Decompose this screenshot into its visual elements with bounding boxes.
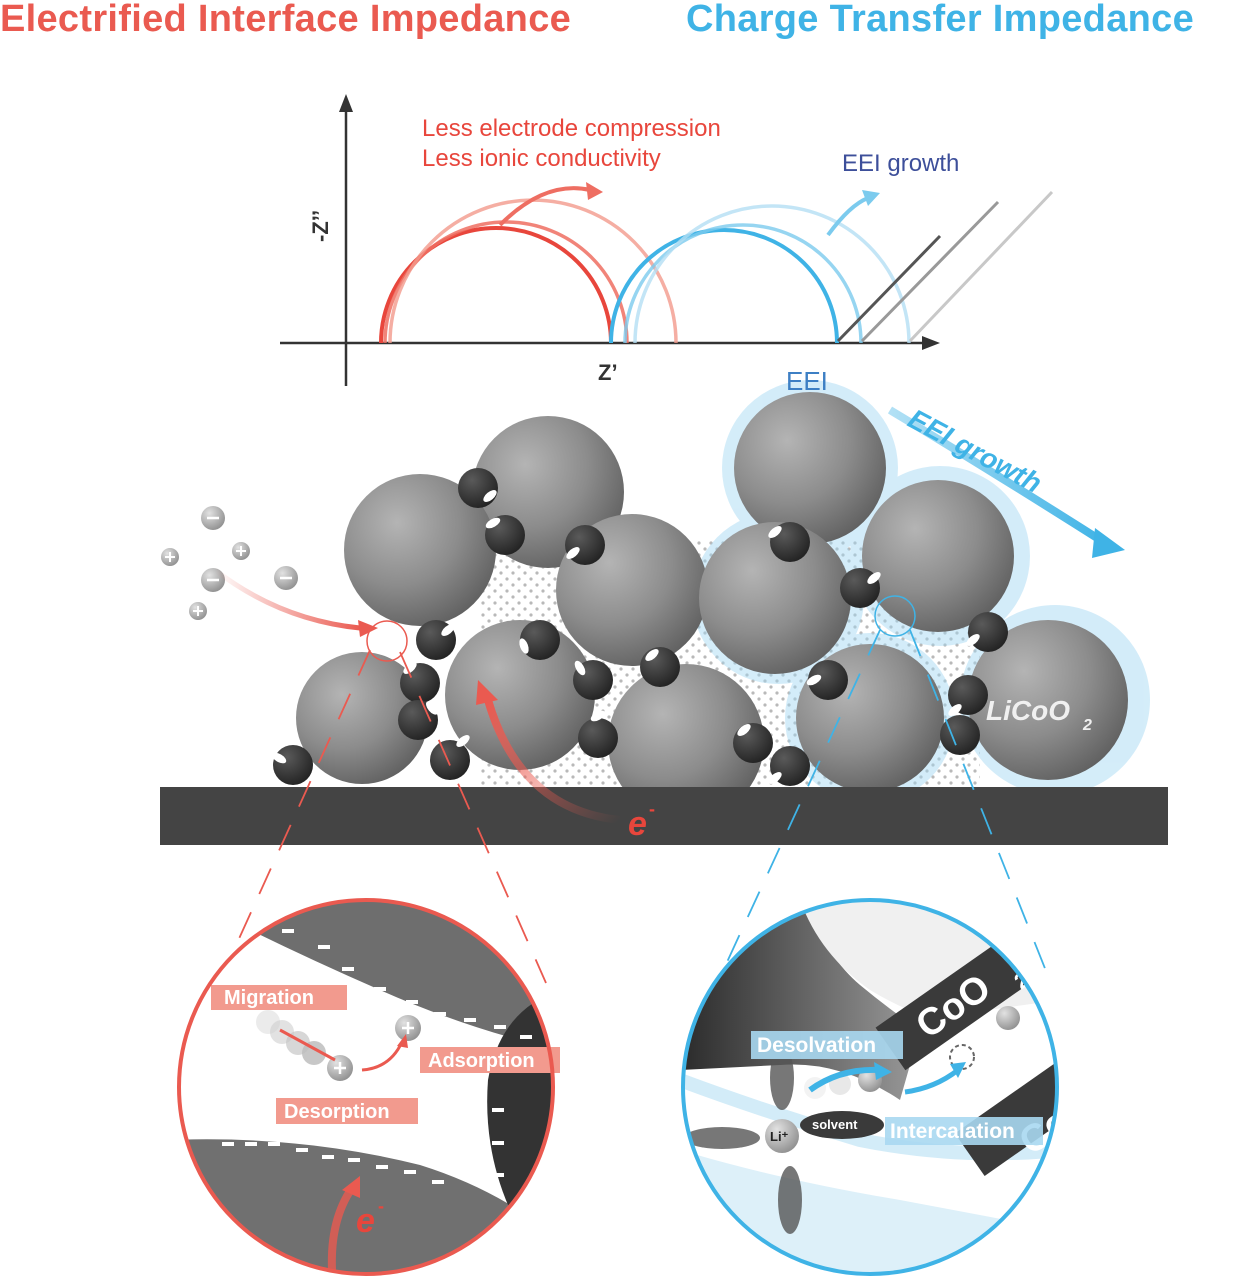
- electrode-illustration: e - EEI growth EEI LiCoO 2: [160, 366, 1168, 987]
- particle: [734, 392, 886, 544]
- zoom-circle-charge-transfer: CoO 2 CoO Li⁺: [681, 898, 1059, 1276]
- zoom-circle-electrified-interface: e - Migration Adsorption Desorption: [177, 898, 560, 1276]
- zoom-guide-right-2: [909, 629, 1053, 987]
- red-semicircle-1: [379, 226, 613, 344]
- desolvation-label: Desolvation: [757, 1034, 876, 1057]
- migrating-cations: [256, 1010, 421, 1081]
- desorption-label: Desorption: [284, 1101, 390, 1123]
- red-shift-arrow-icon: [586, 182, 603, 200]
- particle: [862, 480, 1014, 632]
- solvated-li-complex: Li⁺ solvent: [684, 1046, 884, 1234]
- eei-growth-arrow: [887, 406, 1108, 547]
- adsorption-label-bg: [420, 1047, 560, 1073]
- ion-migration-arrow-icon: [358, 620, 378, 637]
- x-axis-label: Z’: [598, 360, 618, 385]
- electron-label: e: [628, 805, 647, 843]
- ion-migration-arrow: [213, 568, 361, 631]
- surface-charges: [222, 929, 532, 1184]
- upper-particle-surface: [179, 900, 553, 1050]
- blue-semicircle-2: [623, 223, 863, 344]
- blue-shift-arrow-icon: [862, 190, 880, 206]
- solvent-label: solvent: [812, 1117, 858, 1132]
- eei-growth-arrow-icon: [1092, 528, 1125, 558]
- diffusion-tail-2: [860, 200, 1000, 343]
- intercalated-li-icon: [996, 1006, 1020, 1030]
- electron-arrow-icon: [476, 680, 498, 705]
- zoom-circle-right-border: [681, 898, 1059, 1276]
- y-axis-label: -Z’’: [308, 210, 333, 242]
- desolvation-label-bg: [751, 1031, 903, 1059]
- zoom-guide-left-2: [399, 651, 547, 984]
- intercalation-arrow-icon: [950, 1062, 966, 1078]
- particle: [608, 664, 764, 820]
- red-shift-arrow: [498, 186, 591, 227]
- zoom-circle-left-border: [177, 898, 555, 1276]
- carbon-additive: [271, 468, 1008, 786]
- charge-transfer-title: Charge Transfer Impedance: [686, 0, 1195, 40]
- zoom-electron-superscript: -: [378, 1196, 384, 1216]
- diffusion-tail-3: [908, 190, 1054, 343]
- licoo2-label: LiCoO: [986, 695, 1070, 726]
- intercalation-label-bg: [885, 1117, 1043, 1145]
- particle: [968, 620, 1128, 780]
- particle: [344, 474, 496, 626]
- migration-label-bg: [211, 985, 347, 1010]
- electron-arrow: [484, 698, 621, 824]
- zoom-marker-left: [366, 620, 408, 662]
- eei-label: EEI: [786, 366, 828, 396]
- particle: [699, 522, 851, 674]
- red-semicircle-2: [383, 220, 629, 344]
- migration-path-arrow: [279, 1028, 336, 1062]
- particle: [296, 652, 428, 784]
- electron-superscript: -: [649, 799, 655, 819]
- desorption-label-bg: [276, 1098, 418, 1124]
- annotation-compression: Less electrode compression: [422, 115, 721, 142]
- li-ion-label: Li⁺: [770, 1129, 789, 1144]
- adsorption-label: Adsorption: [428, 1050, 535, 1072]
- adsorption-arrow-icon: [397, 1034, 408, 1048]
- zoom-guide-right-1: [715, 629, 881, 987]
- y-axis-arrow-icon: [339, 94, 353, 112]
- licoo2-subscript: 2: [1082, 717, 1092, 734]
- blue-shift-arrow: [826, 196, 869, 237]
- li-vacancy-icon: [949, 1044, 975, 1070]
- zoom-electron-label: e: [356, 1202, 375, 1240]
- zoom-guide-left-1: [217, 649, 371, 986]
- desolvation-arrow-icon: [874, 1062, 892, 1080]
- particle: [445, 620, 595, 770]
- red-semicircle-3: [388, 198, 678, 344]
- intercalation-arrow: [904, 1068, 960, 1095]
- nyquist-plot: -Z’’ Z’ Less electrode compression Less …: [280, 94, 1054, 386]
- x-axis-arrow-icon: [922, 336, 940, 350]
- intercalation-label: Intercalation: [890, 1120, 1015, 1143]
- diffusion-tail-1: [836, 234, 942, 343]
- zoom-marker-right: [874, 595, 916, 637]
- zoom-electron-arrow: [327, 1185, 356, 1271]
- electrolyte-ions: [161, 506, 298, 620]
- blue-semicircle-3: [633, 204, 911, 344]
- current-collector: [160, 787, 1168, 845]
- desolvation-arrow: [808, 1066, 881, 1093]
- blue-semicircle-1: [609, 228, 839, 344]
- annotation-eei-growth: EEI growth: [842, 150, 959, 177]
- zoom-electron-arrow-icon: [342, 1176, 360, 1198]
- electrified-interface-title: Electrified Interface Impedance: [0, 0, 572, 40]
- annotation-ionic-conductivity: Less ionic conductivity: [422, 145, 661, 172]
- migration-label: Migration: [224, 987, 314, 1009]
